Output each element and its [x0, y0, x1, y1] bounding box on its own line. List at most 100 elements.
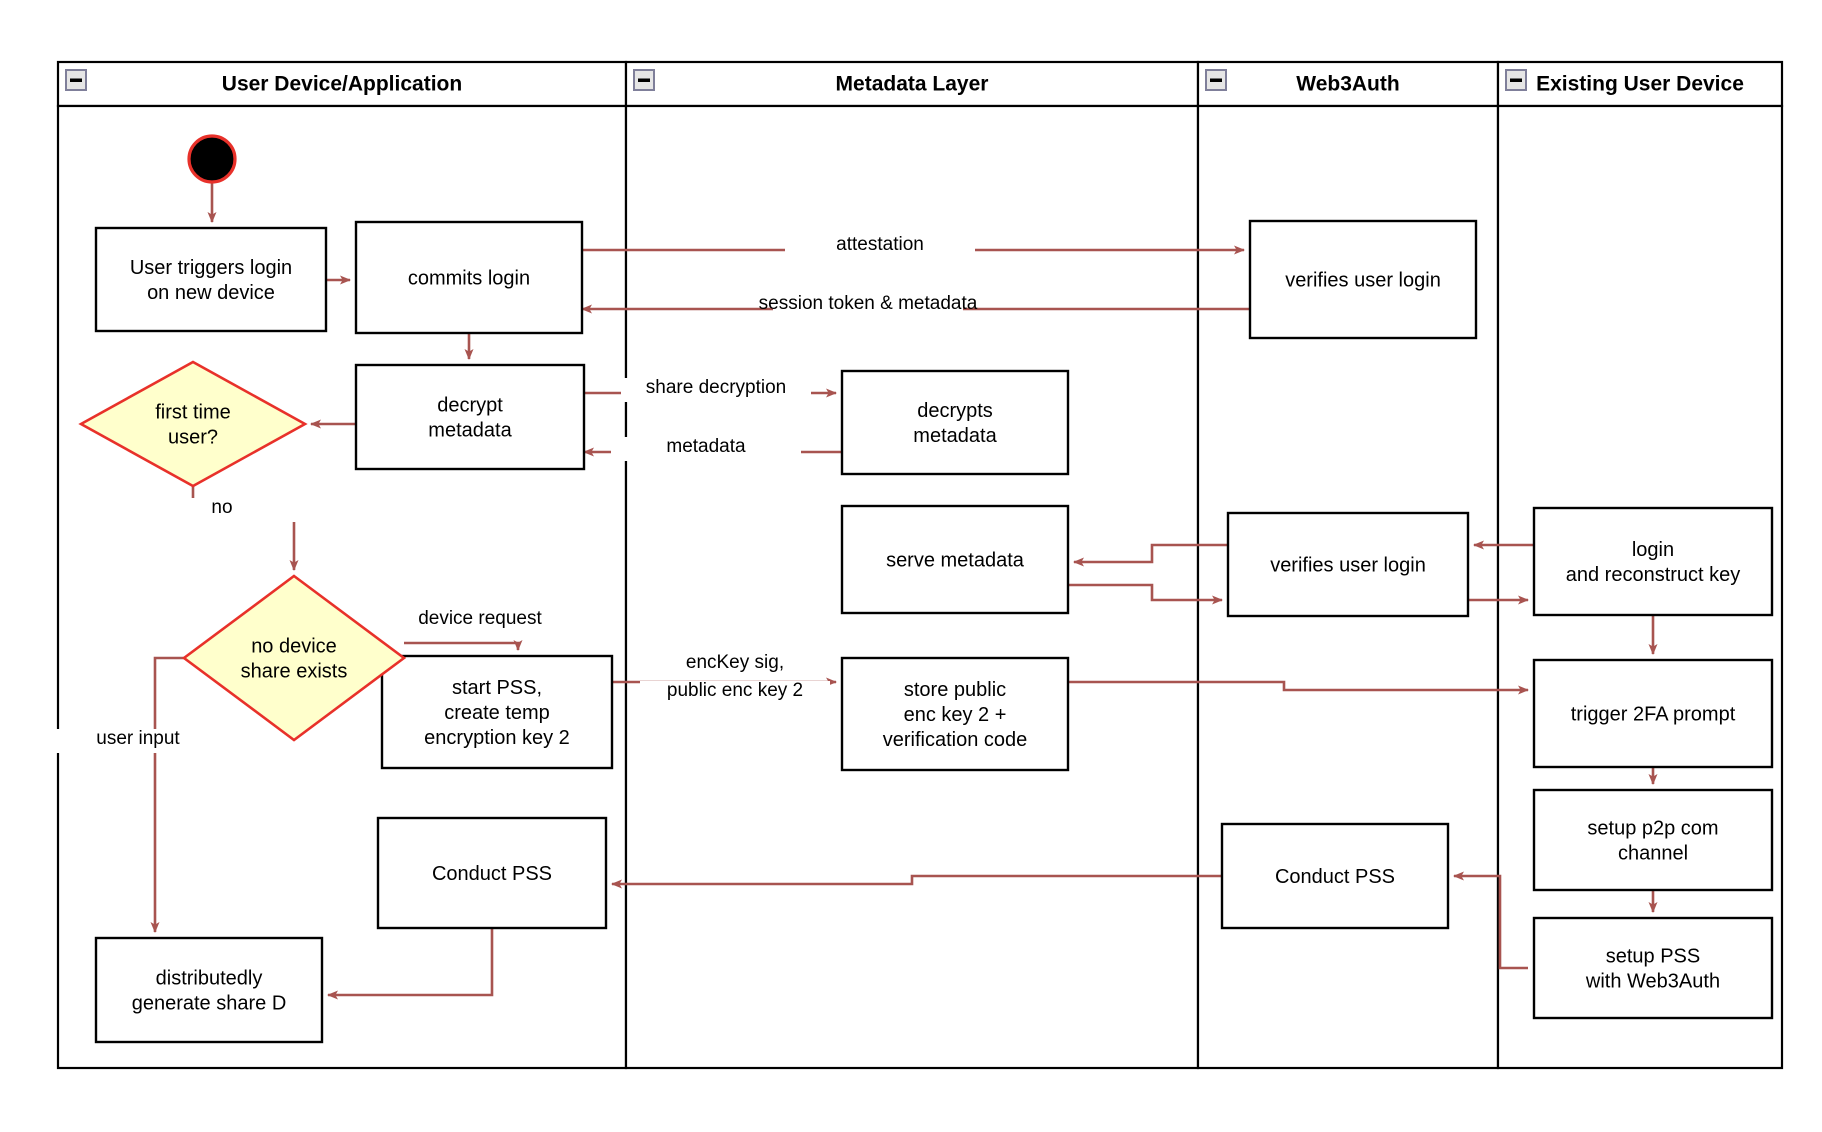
- swimlane-header: [1196, 60, 1500, 108]
- activity-label-line: setup p2p com: [1587, 818, 1718, 840]
- edge-label-backdrop: [127, 498, 317, 522]
- edge-label-session-token-metadata: session token & metadata: [759, 293, 978, 318]
- start-node: [187, 134, 237, 184]
- activity-label-line: store public: [904, 679, 1006, 701]
- activity-box[interactable]: [376, 816, 608, 930]
- edge-no-device-share-to-start-pss: [404, 640, 523, 651]
- edge-label-backdrop: [385, 609, 575, 633]
- start-node-layer: [187, 134, 237, 184]
- activity-label-line: with Web3Auth: [1585, 971, 1720, 993]
- activity-label-line: verifies user login: [1285, 270, 1441, 292]
- edge-no-device-share-user-input: [150, 656, 184, 933]
- edge-label-backdrop: [621, 378, 811, 402]
- collapse-icon-minus: [1210, 78, 1222, 82]
- edge-label-public-enc-key-2: public enc key 2: [640, 680, 830, 705]
- activity-box[interactable]: [1226, 511, 1470, 618]
- edge-label-text: public enc key 2: [667, 680, 803, 701]
- activity-box[interactable]: [1532, 658, 1774, 769]
- activity-label-line: commits login: [408, 268, 530, 290]
- activity-login-and-reconstruct-key[interactable]: login and reconstruct key: [1532, 506, 1774, 617]
- activity-box[interactable]: [1220, 822, 1450, 930]
- collapse-minus-icon[interactable]: [633, 69, 655, 91]
- edge-labels: attestation session token & metadata share…: [43, 234, 978, 753]
- activity-conduct-pss-web3auth[interactable]: Conduct PSS: [1220, 822, 1450, 930]
- edge-label-backdrop: [785, 235, 975, 259]
- swimlane-header: [56, 60, 628, 108]
- activity-setup-p2p-com-channel[interactable]: setup p2p com channel: [1532, 788, 1774, 892]
- decision-label-line: user?: [168, 427, 218, 449]
- edge-conduct-pss-to-generate-share-d: [327, 928, 494, 1000]
- edge-store-public-key-to-trigger-2fa: [1068, 680, 1529, 695]
- activity-label-line: enc key 2 +: [904, 704, 1007, 726]
- swimlane-title: Web3Auth: [1296, 73, 1399, 96]
- activity-verifies-user-login-top[interactable]: verifies user login: [1248, 219, 1478, 340]
- activity-label-line: channel: [1618, 843, 1688, 865]
- activity-label-line: Conduct PSS: [1275, 866, 1395, 888]
- swimlane-title: Existing User Device: [1536, 73, 1744, 96]
- swimlane-header: [624, 60, 1200, 108]
- activity-label-line: and reconstruct key: [1566, 564, 1741, 586]
- collapse-minus-icon[interactable]: [65, 69, 87, 91]
- activity-store-public-enc-key-2[interactable]: store public enc key 2 + verification code: [840, 656, 1070, 772]
- activity-verifies-user-login-mid[interactable]: verifies user login: [1226, 511, 1470, 618]
- activity-box[interactable]: [1248, 219, 1478, 340]
- activity-label-line: start PSS,: [452, 677, 542, 699]
- collapse-minus-icon[interactable]: [1505, 69, 1527, 91]
- swimlane-title: User Device/Application: [222, 73, 462, 96]
- activity-commits-login[interactable]: commits login: [354, 220, 584, 335]
- activity-label-line: create temp: [444, 702, 550, 724]
- activity-box[interactable]: [94, 936, 324, 1044]
- activity-label-line: decrypts: [917, 400, 993, 422]
- collapse-minus-icon[interactable]: [1205, 69, 1227, 91]
- activity-label-line: verification code: [883, 729, 1028, 751]
- activity-box[interactable]: [94, 226, 328, 333]
- decision-diamond[interactable]: [181, 574, 407, 742]
- activity-trigger-2fa-prompt[interactable]: trigger 2FA prompt: [1532, 658, 1774, 769]
- edge-label-backdrop: [773, 294, 963, 318]
- activity-decrypt-metadata[interactable]: decrypt metadata: [354, 363, 586, 471]
- activity-setup-pss-with-web3auth[interactable]: setup PSS with Web3Auth: [1532, 916, 1774, 1020]
- collapse-icon-minus: [638, 78, 650, 82]
- activity-label-line: login: [1632, 539, 1674, 561]
- activity-label-line: trigger 2FA prompt: [1571, 704, 1736, 726]
- activity-serve-metadata[interactable]: serve metadata: [840, 504, 1070, 615]
- edge-label-text: attestation: [836, 234, 924, 255]
- edge-label-attestation: attestation: [785, 234, 975, 259]
- activity-label-line: decrypt: [437, 395, 503, 417]
- edge-label-backdrop: [611, 437, 801, 461]
- activity-label-line: serve metadata: [886, 550, 1025, 572]
- edge-label-text: metadata: [666, 436, 746, 457]
- activity-box[interactable]: [840, 369, 1070, 476]
- edge-label-user-input: user input: [43, 728, 233, 753]
- decision-label-line: no device: [251, 636, 337, 658]
- activity-label-line: metadata: [913, 425, 997, 447]
- activity-box[interactable]: [1532, 788, 1774, 892]
- activity-label-line: setup PSS: [1606, 946, 1701, 968]
- edge-label-share-decryption: share decryption: [621, 377, 811, 402]
- activity-box[interactable]: [840, 504, 1070, 615]
- edge-serve-metadata-to-verifies-login: [1068, 583, 1223, 605]
- edge-label-enckey-sig: encKey sig,: [640, 652, 830, 677]
- edge-label-text: user input: [96, 728, 180, 749]
- activity-box[interactable]: [354, 220, 584, 335]
- activity-decrypts-metadata[interactable]: decrypts metadata: [840, 369, 1070, 476]
- activity-box[interactable]: [1532, 506, 1774, 617]
- activity-conduct-pss-user-device[interactable]: Conduct PSS: [376, 816, 608, 930]
- activity-box[interactable]: [354, 363, 586, 471]
- activity-label-line: metadata: [428, 420, 512, 442]
- activity-box[interactable]: [840, 656, 1070, 772]
- activity-label-line: distributedly: [156, 968, 263, 990]
- activity-box[interactable]: [1532, 916, 1774, 1020]
- activity-label-line: on new device: [147, 282, 275, 304]
- decision-diamond[interactable]: [78, 360, 308, 488]
- activity-box[interactable]: [380, 654, 614, 770]
